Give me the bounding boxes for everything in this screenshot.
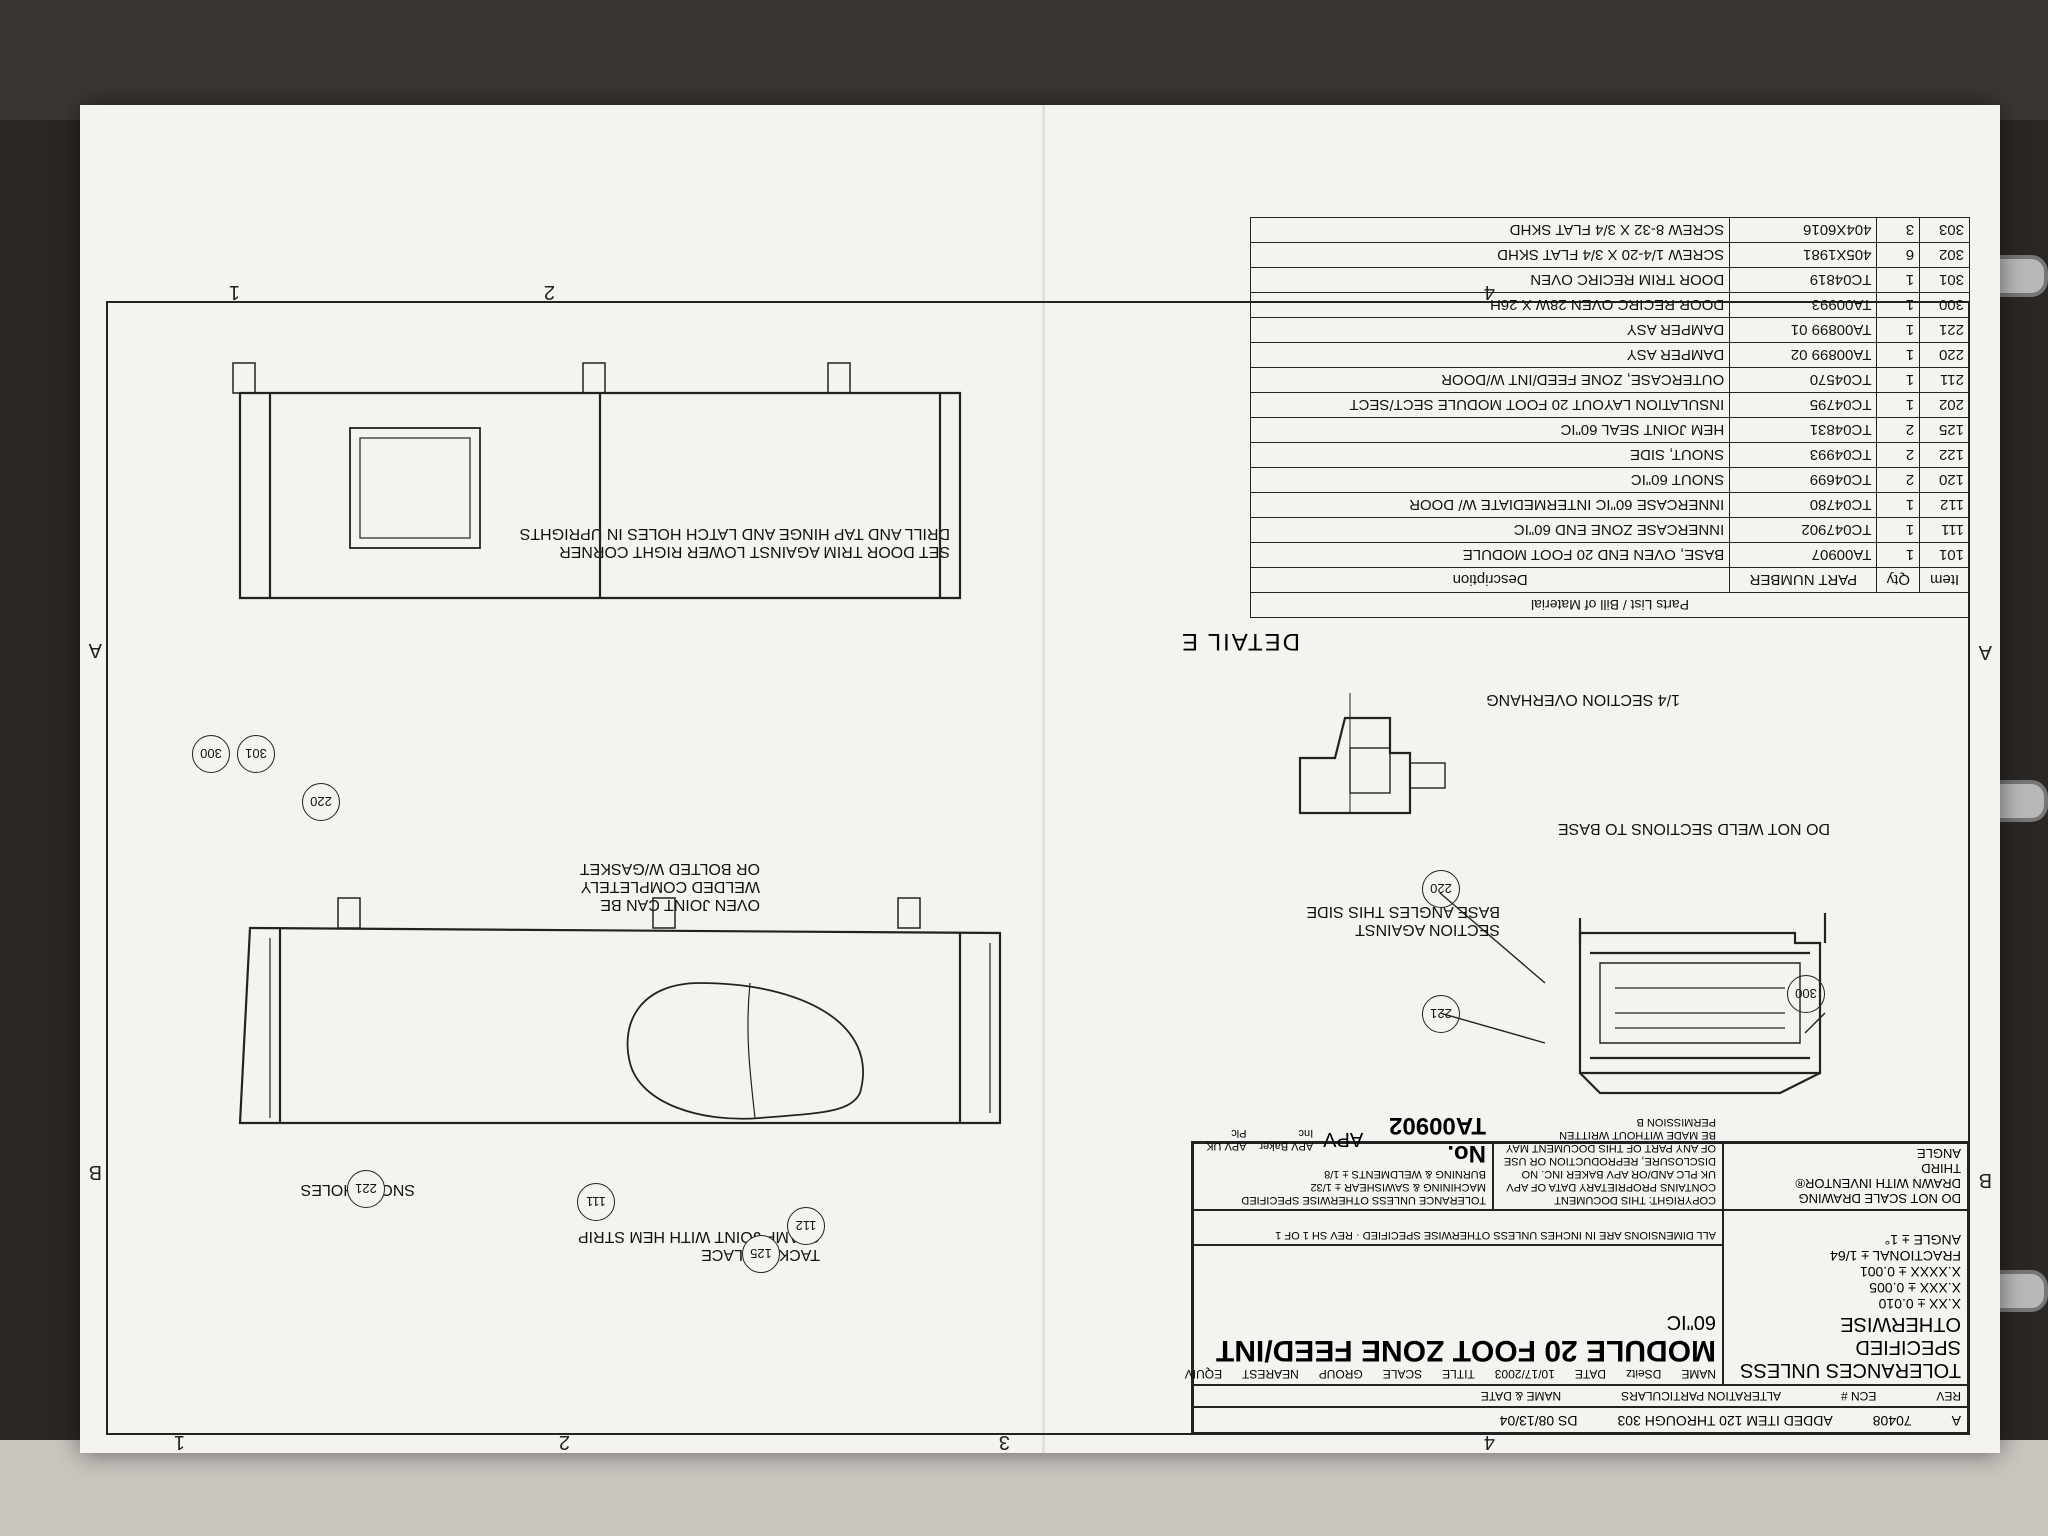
side-view-upper xyxy=(238,897,1002,1125)
technical-drawing xyxy=(232,362,1827,1125)
tolerance-block: TOLERANCES UNLESS SPECIFIED OTHERWISE X.… xyxy=(1723,1210,1968,1385)
detail-e-view xyxy=(1298,693,1446,815)
drawing-number: No. TA00902 xyxy=(1389,1112,1486,1167)
side-view-lower xyxy=(232,362,962,600)
drawing-sheet: 4 3 2 1 4 2 1 B A B A Parts List / Bill … xyxy=(80,105,2000,1453)
end-view xyxy=(1439,892,1827,1095)
revision-header: REV ECN # ALTERATION PARTICULARS NAME & … xyxy=(1193,1385,1968,1407)
dimensions-note: ALL DIMENSIONS ARE IN INCHES UNLESS OTHE… xyxy=(1193,1210,1723,1245)
apv-logo: APV xyxy=(1323,1128,1364,1151)
photo-background-top xyxy=(0,0,2048,120)
photo-background-bottom xyxy=(0,1440,2048,1536)
company-block: TOLERANCE UNLESS OTHERWISE SPECIFIED MAC… xyxy=(1193,1112,1493,1210)
drawing-subtitle: 60"IC xyxy=(1666,1311,1716,1333)
drawn-with: DO NOT SCALE DRAWING DRAWN WITH INVENTOR… xyxy=(1723,1143,1968,1210)
drawing-title: MODULE 20 FOOT ZONE FEED/INT xyxy=(1215,1334,1716,1367)
copyright-notice: COPYRIGHT: THIS DOCUMENT CONTAINS PROPRI… xyxy=(1493,1116,1723,1210)
revision-row: A 70408 ADDED ITEM 120 THROUGH 303 DS 08… xyxy=(1193,1407,1968,1433)
title-block: A 70408 ADDED ITEM 120 THROUGH 303 DS 08… xyxy=(1185,1112,1970,1435)
